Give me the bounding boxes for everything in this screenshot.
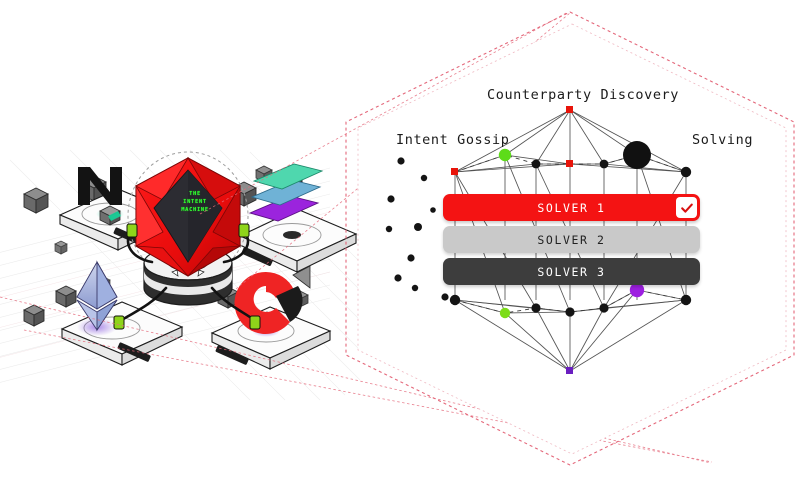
chain-platform-osmosis[interactable] <box>210 265 332 370</box>
solver-2-button[interactable]: SOLVER 2 <box>443 226 700 253</box>
label-intent-gossip: Intent Gossip <box>396 132 510 148</box>
chain-platform-ethereum[interactable] <box>60 260 184 366</box>
machine-label-line3: MACHINE <box>181 207 209 213</box>
icosahedron <box>135 156 241 277</box>
cable-connectors <box>113 223 261 330</box>
graph-node-large <box>623 141 651 169</box>
floating-cubes <box>22 165 309 327</box>
solver-3-label: SOLVER 3 <box>537 264 606 279</box>
near-logo <box>78 167 122 205</box>
check-icon[interactable] <box>676 197 697 218</box>
machine-label-line1: THE <box>189 191 201 197</box>
solver-2-label: SOLVER 2 <box>537 232 606 247</box>
chain-platform-near[interactable] <box>58 167 178 251</box>
stacked-layers-icon <box>248 163 324 222</box>
intent-machine-label: THE INTENT MACHINE <box>167 190 223 214</box>
ethereum-logo <box>76 260 118 332</box>
solver-3-button[interactable]: SOLVER 3 <box>443 258 700 285</box>
osmosis-logo <box>234 271 303 334</box>
ground-grid <box>0 149 361 401</box>
label-solving: Solving <box>692 132 754 148</box>
label-counterparty-discovery: Counterparty Discovery <box>487 87 680 103</box>
intent-dot-cloud <box>385 157 449 301</box>
machine-label-line2: INTENT <box>183 199 207 205</box>
solver-1-label: SOLVER 1 <box>537 200 606 215</box>
intent-machine[interactable] <box>113 151 261 330</box>
solver-1-button[interactable]: SOLVER 1 <box>443 194 700 221</box>
chain-platform-layers[interactable] <box>238 163 358 273</box>
